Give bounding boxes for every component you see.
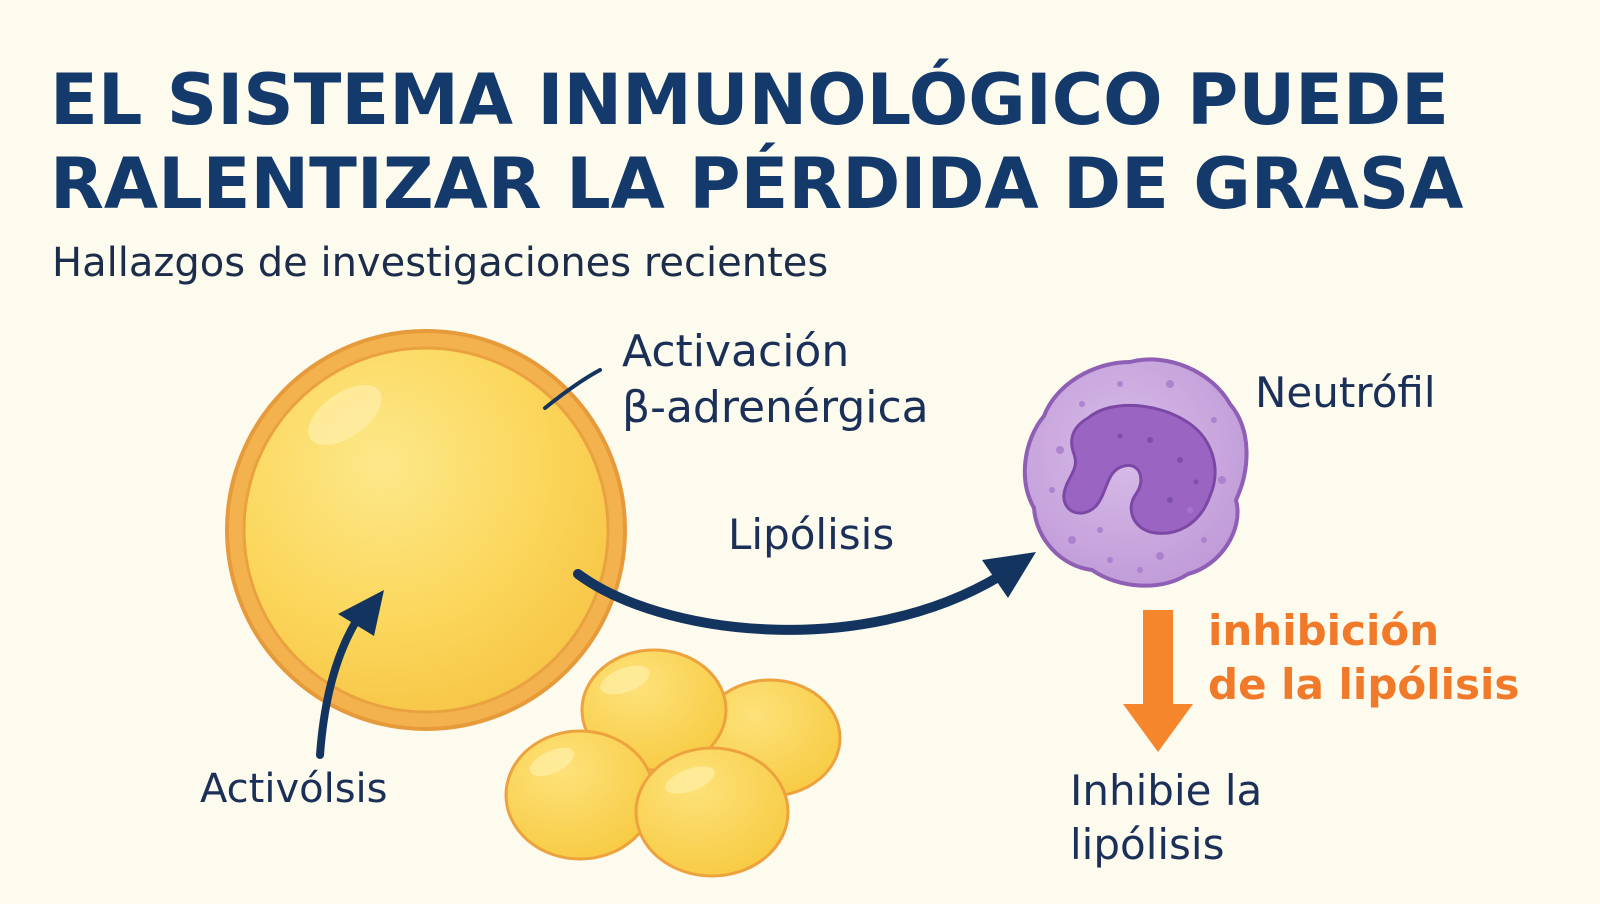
inhibits-lipolysis-label: Inhibie la lipólisis (1070, 764, 1262, 872)
inhibition-label-line-2: de la lipólisis (1208, 660, 1520, 709)
subtitle: Hallazgos de investigaciones recientes (52, 240, 829, 286)
activation-label-line-1: Activación (622, 326, 850, 377)
inhibition-arrow (1123, 610, 1193, 752)
neutrophil-label: Neutrófil (1255, 368, 1436, 417)
activation-label: Activación β-adrenérgica (622, 324, 929, 436)
activolsis-label: Activólsis (200, 766, 388, 812)
inhibits-label-line-1: Inhibie la (1070, 766, 1263, 815)
lipolisis-label: Lipólisis (728, 510, 895, 559)
activation-label-line-2: β-adrenérgica (622, 382, 929, 433)
small-fat-cells-icon (504, 648, 842, 878)
inhibition-label-line-1: inhibición (1208, 606, 1440, 655)
neutrophil-icon (1022, 357, 1249, 588)
lipolisis-arrow (573, 552, 1036, 635)
inhibition-label: inhibición de la lipólisis (1208, 604, 1519, 712)
title-line-1: EL SISTEMA INMUNOLÓGICO PUEDE (50, 59, 1449, 141)
large-fat-cell-icon (225, 329, 627, 731)
page-title: EL SISTEMA INMUNOLÓGICO PUEDE RALENTIZAR… (50, 58, 1550, 226)
activolsis-arrow (316, 590, 384, 759)
title-line-2: RALENTIZAR LA PÉRDIDA DE GRASA (50, 143, 1464, 225)
inhibits-label-line-2: lipólisis (1070, 820, 1225, 869)
activation-pointer-line (543, 368, 602, 410)
